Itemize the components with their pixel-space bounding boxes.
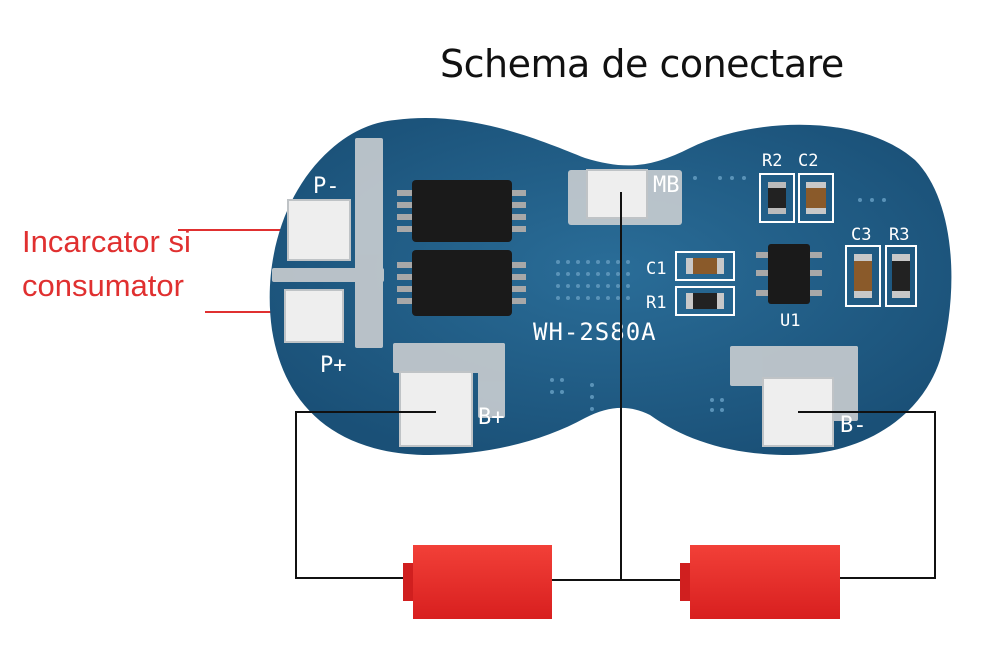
chip-top xyxy=(397,180,526,242)
label-c2: C2 xyxy=(798,151,818,171)
label-r3: R3 xyxy=(889,225,909,245)
wire-b-plus xyxy=(295,411,436,579)
label-model: WH-2S80A xyxy=(533,318,657,346)
label-p-minus: P- xyxy=(313,174,340,199)
charger-label-line1: Incarcator si xyxy=(22,224,191,259)
label-b-minus: B- xyxy=(840,413,867,438)
label-mb: MB xyxy=(653,173,680,198)
label-p-plus: P+ xyxy=(320,353,347,378)
chip-u1 xyxy=(756,244,822,304)
label-r2: R2 xyxy=(762,151,782,171)
label-c3: C3 xyxy=(851,225,871,245)
pads xyxy=(284,169,834,447)
diagram-title: Schema de conectare xyxy=(440,42,844,86)
pad-p-minus xyxy=(287,199,351,261)
wire-b-minus xyxy=(798,411,936,579)
label-u1: U1 xyxy=(780,311,800,331)
smd-components xyxy=(675,173,917,316)
pad-mb xyxy=(586,169,648,219)
via-dots xyxy=(550,176,886,412)
label-r1: R1 xyxy=(646,293,666,313)
pad-b-plus xyxy=(399,371,473,447)
label-b-plus: B+ xyxy=(478,405,505,430)
battery-right xyxy=(680,545,840,619)
battery-left xyxy=(403,545,552,619)
label-c1: C1 xyxy=(646,259,666,279)
pad-p-plus xyxy=(284,289,344,343)
charger-label-line2: consumator xyxy=(22,268,184,303)
wiring xyxy=(295,192,936,581)
chip-bottom xyxy=(397,250,526,316)
